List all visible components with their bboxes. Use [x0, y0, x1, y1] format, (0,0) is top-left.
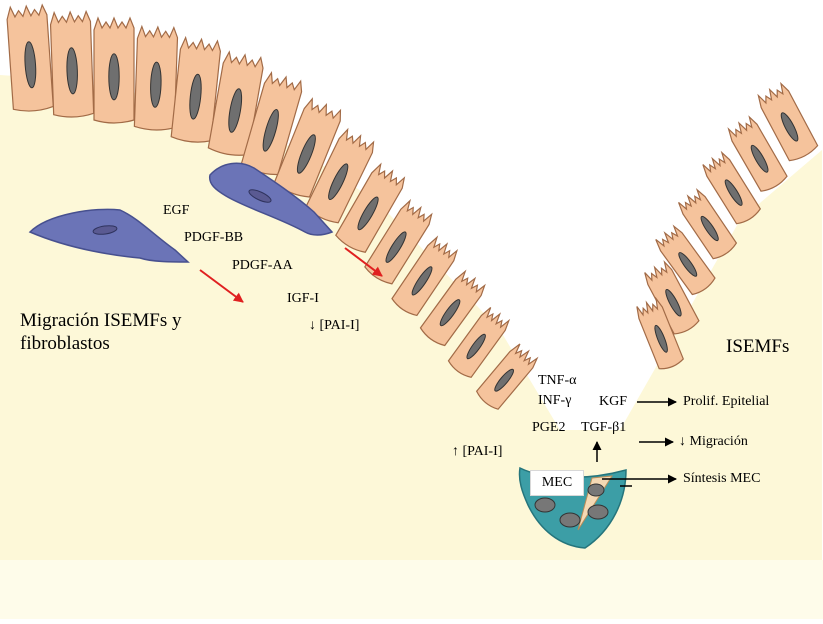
label-kgf: KGF: [599, 394, 627, 410]
label-pai-up: ↑ [PAI-I]: [452, 444, 502, 460]
nucleus-icon: [109, 54, 119, 100]
label-pge2: PGE2: [532, 420, 565, 436]
nucleus-icon: [560, 513, 580, 527]
label-pdgf-aa: PDGF-AA: [232, 258, 293, 274]
label-prolif: Prolif. Epitelial: [683, 394, 769, 410]
label-mec: MEC: [530, 470, 584, 496]
label-inf: INF-γ: [538, 393, 571, 409]
label-pai-down: ↓ [PAI-I]: [309, 318, 359, 334]
nucleus-icon: [535, 498, 555, 512]
label-migration-heading: Migración ISEMFs y fibroblastos: [20, 309, 220, 355]
epithelial-cell: [134, 26, 178, 130]
label-igf-i: IGF-I: [287, 291, 319, 307]
label-pdgf-bb: PDGF-BB: [184, 230, 243, 246]
label-tnf: TNF-α: [538, 373, 576, 389]
label-tgf: TGF-β1: [581, 420, 626, 436]
epithelial-cell: [6, 5, 53, 113]
epithelial-cell: [50, 11, 94, 117]
label-isemfs: ISEMFs: [726, 335, 789, 358]
bottom-fade: [0, 560, 823, 619]
epithelial-cell: [94, 18, 134, 123]
label-egf: EGF: [163, 203, 189, 219]
label-migracion: ↓ Migración: [679, 434, 748, 450]
label-sintesis: Síntesis MEC: [683, 471, 760, 487]
nucleus-icon: [588, 505, 608, 519]
nucleus-icon: [588, 484, 604, 496]
